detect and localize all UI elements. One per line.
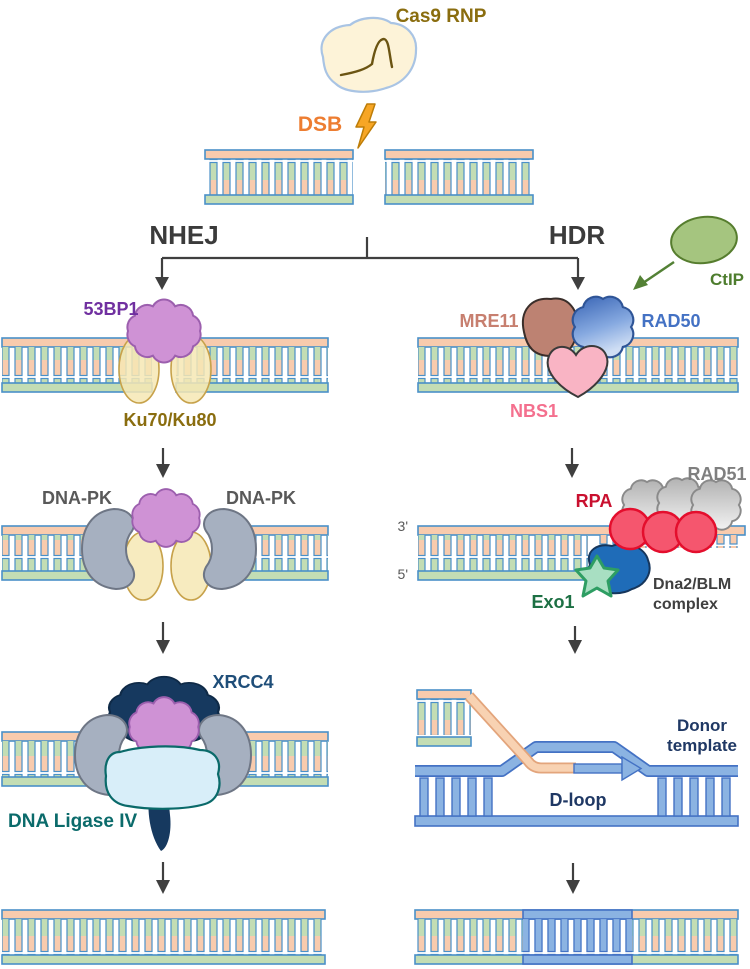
dna2-blm-label-line2: complex: [653, 596, 718, 613]
cas9-rnp-icon: [320, 16, 418, 93]
rad51-label: RAD51: [687, 464, 746, 484]
xrcc4-label: XRCC4: [212, 672, 273, 692]
ctip-icon: [670, 215, 738, 265]
mre11-label: MRE11: [459, 311, 518, 331]
dna-ladder: [204, 149, 354, 205]
ku80-icon: [170, 531, 212, 601]
donor-bottom-strand: [414, 815, 739, 827]
nhej-heading: NHEJ: [149, 220, 218, 250]
three-prime-label: 3': [398, 518, 408, 534]
donor-template-label-line2: template: [667, 736, 737, 755]
rpa-icon: [674, 510, 718, 554]
cas9-rnp-label: Cas9 RNP: [396, 6, 487, 27]
nhej-repaired-dna-icon: [1, 909, 326, 965]
rpa-label: RPA: [576, 491, 613, 511]
53bp1-label: 53BP1: [83, 299, 138, 319]
nhej-step2: [1, 488, 329, 601]
dsb-label: DSB: [298, 113, 342, 136]
hdr-step2: [417, 477, 746, 598]
dsb-lightning-icon: [355, 103, 377, 149]
ctip-arrowhead: [633, 275, 648, 290]
donor-template-label-line1: Donor: [677, 716, 727, 735]
broken-dna-icon: [204, 149, 534, 205]
branch-connector: [155, 237, 585, 290]
synthesis-arrow-shaft: [573, 763, 623, 774]
dnapk-left-label: DNA-PK: [42, 488, 112, 508]
nhej-step3: [1, 675, 329, 851]
exo1-icon: [574, 554, 620, 598]
branch-arrowhead-left: [155, 277, 169, 290]
dna-ladder: [384, 149, 534, 205]
arrow-hdr-1: [565, 448, 579, 478]
donor-top-strand: [415, 742, 738, 776]
53bp1-icon: [131, 488, 201, 548]
dnapk-right-label: DNA-PK: [226, 488, 296, 508]
arrow-nhej-3: [156, 862, 170, 894]
dna2-blm-label-line1: Dna2/BLM: [653, 576, 731, 593]
donor-insert-section: [522, 909, 633, 965]
five-prime-label: 5': [398, 566, 408, 582]
invading-strand: [466, 693, 576, 772]
rad50-label: RAD50: [641, 311, 700, 331]
synthesis-arrow-head: [621, 755, 643, 782]
exo1-label: Exo1: [531, 592, 574, 612]
arrow-nhej-1: [156, 448, 170, 478]
dna-fragment-icon: [416, 689, 472, 747]
cas9-blob: [320, 16, 418, 93]
ligase-label: DNA Ligase IV: [8, 811, 137, 832]
hdr-heading: HDR: [549, 220, 606, 250]
arrow-nhej-2: [156, 622, 170, 654]
nbs1-icon: [546, 345, 609, 399]
dloop-label: D-loop: [550, 790, 607, 810]
hdr-repaired-dna-icon: [414, 909, 739, 965]
ctip-label: CtIP: [710, 270, 744, 289]
sgrna-curve: [339, 37, 394, 77]
arrow-hdr-2: [568, 626, 582, 654]
nhej-step1: [1, 298, 329, 404]
ku-label: Ku70/Ku80: [123, 410, 216, 430]
branch-arrowhead-right: [571, 277, 585, 290]
nbs1-label: NBS1: [510, 401, 558, 421]
dna-ligase4-icon: [104, 745, 221, 810]
arrow-hdr-3: [566, 863, 580, 894]
resected-bottom-strand: [417, 570, 589, 581]
hdr-step3: [414, 689, 739, 827]
ctip-arrow: [642, 260, 675, 285]
hdr-step1: [417, 295, 739, 399]
